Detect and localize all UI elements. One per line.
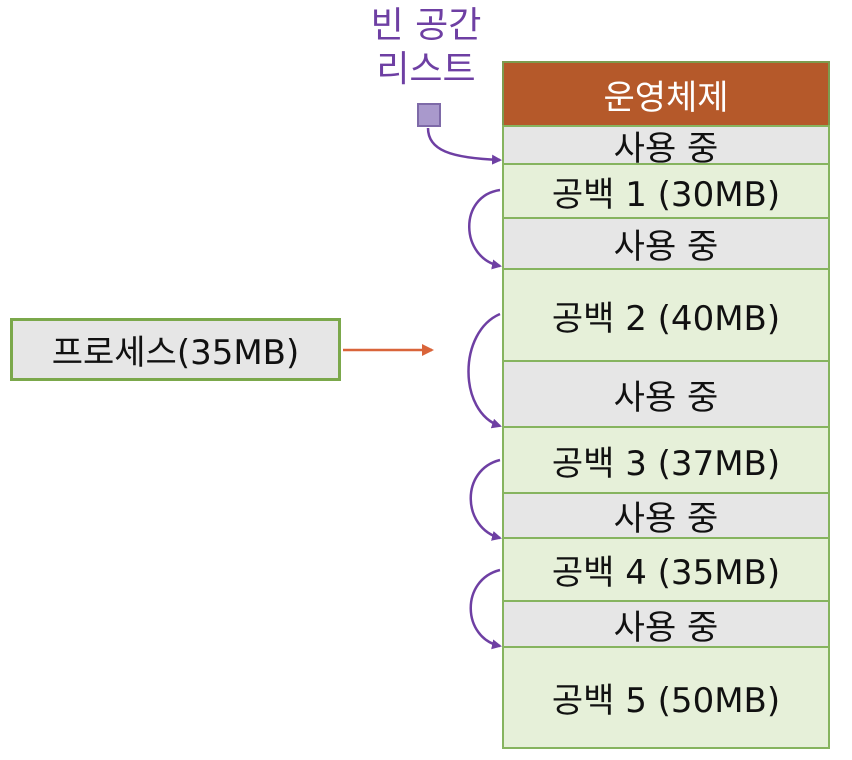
- memory-block-free-3: 공백 3 (37MB): [502, 426, 830, 494]
- memory-block-free-5: 공백 5 (50MB): [502, 646, 830, 749]
- memory-block-label: 공백 1 (30MB): [551, 174, 781, 215]
- free-list-head-square: [417, 103, 441, 127]
- memory-block-used-2: 사용 중: [502, 217, 830, 270]
- free-list-link-3-to-4: [469, 458, 502, 541]
- memory-block-label: 사용 중: [613, 128, 719, 165]
- memory-block-label: 공백 5 (50MB): [551, 681, 781, 721]
- free-list-head-arrow: [426, 127, 502, 165]
- memory-block-used-4: 사용 중: [502, 492, 830, 539]
- process-label: 프로세스(35MB): [51, 333, 300, 373]
- memory-block-used-3: 사용 중: [502, 360, 830, 428]
- process-box: 프로세스(35MB): [10, 318, 341, 381]
- memory-block-label: 사용 중: [613, 377, 719, 418]
- memory-block-free-2: 공백 2 (40MB): [502, 268, 830, 362]
- free-list-label: 빈 공간 리스트: [336, 4, 516, 92]
- memory-block-label: 공백 4 (35MB): [551, 553, 781, 593]
- free-list-link-1-to-2: [468, 188, 502, 270]
- memory-block-label: 공백 3 (37MB): [551, 443, 781, 484]
- memory-block-label: 운영체제: [603, 77, 729, 118]
- memory-block-free-4: 공백 4 (35MB): [502, 537, 830, 602]
- memory-block-label: 사용 중: [613, 607, 719, 648]
- free-list-label-line2: 리스트: [376, 49, 476, 90]
- free-list-label-line1: 빈 공간: [370, 5, 482, 46]
- memory-block-label: 사용 중: [613, 499, 719, 539]
- free-list-link-2-to-3: [467, 312, 502, 429]
- memory-block-label: 사용 중: [613, 227, 719, 267]
- free-list-link-4-to-5: [469, 568, 502, 650]
- memory-block-label: 공백 2 (40MB): [551, 298, 781, 339]
- memory-block-free-1: 공백 1 (30MB): [502, 163, 830, 219]
